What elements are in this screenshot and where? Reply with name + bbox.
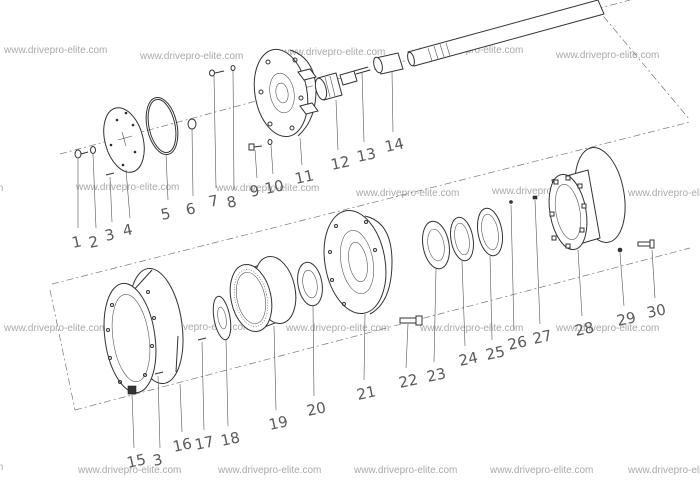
callout-label: 2 bbox=[87, 232, 100, 252]
callout-label: 9 bbox=[248, 181, 261, 201]
part-19-ring-gear bbox=[229, 255, 297, 333]
part-8-washer bbox=[230, 65, 236, 71]
part-13-spring bbox=[353, 66, 371, 75]
part-28-brake-drum bbox=[548, 147, 626, 251]
part-14-spacer bbox=[373, 52, 404, 75]
watermark: www.drivepro-elite.com bbox=[627, 465, 700, 476]
callout-label: 18 bbox=[219, 428, 241, 450]
lower-assembly bbox=[103, 147, 655, 395]
callout-label: 6 bbox=[184, 199, 197, 219]
watermark: www.drivepro-elite.com bbox=[489, 465, 593, 476]
callout-label: 10 bbox=[263, 176, 285, 198]
watermark: www.drivepro-elite.com bbox=[147, 322, 251, 333]
callout-label: 3 bbox=[103, 225, 116, 245]
callout-label: 5 bbox=[159, 204, 172, 224]
part-26-pin bbox=[509, 200, 513, 204]
part-3-screw-lower bbox=[154, 371, 164, 375]
part-16-housing bbox=[103, 267, 184, 394]
callout-label: 11 bbox=[293, 166, 315, 188]
part-7-bolt bbox=[209, 69, 225, 77]
part-27-key bbox=[532, 195, 538, 200]
part-10-washer bbox=[267, 139, 273, 145]
callout-label: 26 bbox=[506, 332, 528, 354]
lower-frame-line bbox=[74, 247, 691, 411]
callout-label: 17 bbox=[193, 432, 215, 454]
callout-label: 7 bbox=[207, 191, 220, 211]
watermark: www.drivepro-elite.com bbox=[77, 465, 181, 476]
part-6-cap bbox=[187, 118, 197, 130]
callout-label: 28 bbox=[573, 318, 595, 340]
watermark: www.drivepro-elite.com bbox=[3, 45, 107, 56]
callout-label: 23 bbox=[425, 364, 447, 386]
callout-label: 20 bbox=[305, 398, 327, 420]
callout-label: 27 bbox=[531, 326, 553, 348]
callout-label: 12 bbox=[329, 152, 351, 174]
callout-label: 24 bbox=[457, 348, 479, 370]
watermark: www.drivepro-elite.com bbox=[627, 188, 700, 199]
watermark: www.drivepro-elite.com bbox=[555, 323, 659, 334]
watermark: www.drivepro-elite.com bbox=[281, 47, 385, 58]
watermark: www.drivepro-elite.com bbox=[285, 323, 389, 334]
part-9-bolt bbox=[248, 143, 263, 151]
watermark: www.drivepro-elite.com bbox=[0, 183, 3, 194]
part-25-seal-ring bbox=[476, 207, 504, 257]
middle-axis-line bbox=[51, 121, 691, 285]
callout-label: 22 bbox=[397, 370, 419, 392]
callout-label: 4 bbox=[121, 220, 134, 240]
upper-assembly bbox=[74, 0, 605, 176]
part-17-pin bbox=[197, 337, 207, 341]
part-30-bolt bbox=[637, 239, 655, 249]
callout-label: 30 bbox=[645, 300, 667, 322]
drive-shaft bbox=[407, 0, 605, 67]
callout-label: 14 bbox=[383, 134, 405, 156]
part-1-bolt bbox=[74, 149, 89, 159]
part-2-washer bbox=[90, 146, 96, 154]
callout-label: 25 bbox=[484, 342, 506, 364]
watermark: www.drivepro-elite.com bbox=[491, 186, 595, 197]
part-20-bearing bbox=[297, 261, 323, 307]
part-22-stud bbox=[399, 315, 423, 326]
part-18-thrust-washer bbox=[212, 295, 232, 341]
watermark: www.drivepro-elite.com bbox=[555, 50, 659, 61]
watermark: www.drivepro-elite.com bbox=[215, 183, 319, 194]
part-23-bearing bbox=[422, 220, 450, 270]
callout-label: 15 bbox=[125, 450, 147, 472]
left-frame-line bbox=[49, 289, 76, 411]
callout-numbers: 1 2 3 4 5 6 7 8 9 10 11 12 13 14 15 3 16… bbox=[70, 134, 667, 472]
callout-label: 3 bbox=[151, 450, 164, 470]
leader-lines bbox=[77, 70, 656, 449]
part-11-planet-carrier bbox=[253, 48, 319, 138]
right-frame-line bbox=[593, 4, 691, 121]
part-3-screw bbox=[105, 172, 115, 176]
watermark: www.drivepro-elite.com bbox=[217, 465, 321, 476]
watermark: www.drivepro-elite.com bbox=[353, 465, 457, 476]
part-5-o-ring bbox=[145, 96, 179, 156]
callout-label: 1 bbox=[70, 232, 83, 252]
callout-label: 16 bbox=[171, 434, 193, 456]
watermark: www.drivepro-elite.com bbox=[3, 323, 107, 334]
watermark: www.drivepro-elite.com bbox=[139, 51, 243, 62]
callout-label: 13 bbox=[355, 144, 377, 166]
part-4-cover-plate bbox=[103, 107, 145, 173]
part-15-plug bbox=[127, 385, 137, 395]
part-29-nut bbox=[617, 247, 623, 253]
part-24-seal bbox=[450, 216, 474, 262]
watermark: www.drivepro-elite.com bbox=[0, 462, 3, 473]
callout-label: 21 bbox=[355, 382, 377, 404]
callout-label: 19 bbox=[267, 412, 289, 434]
part-21-hub bbox=[323, 210, 393, 315]
part-12-sun-gear bbox=[314, 70, 358, 101]
callout-label: 8 bbox=[225, 192, 238, 212]
watermark: www.drivepro-elite.com bbox=[419, 323, 523, 334]
callout-label: 29 bbox=[615, 308, 637, 330]
